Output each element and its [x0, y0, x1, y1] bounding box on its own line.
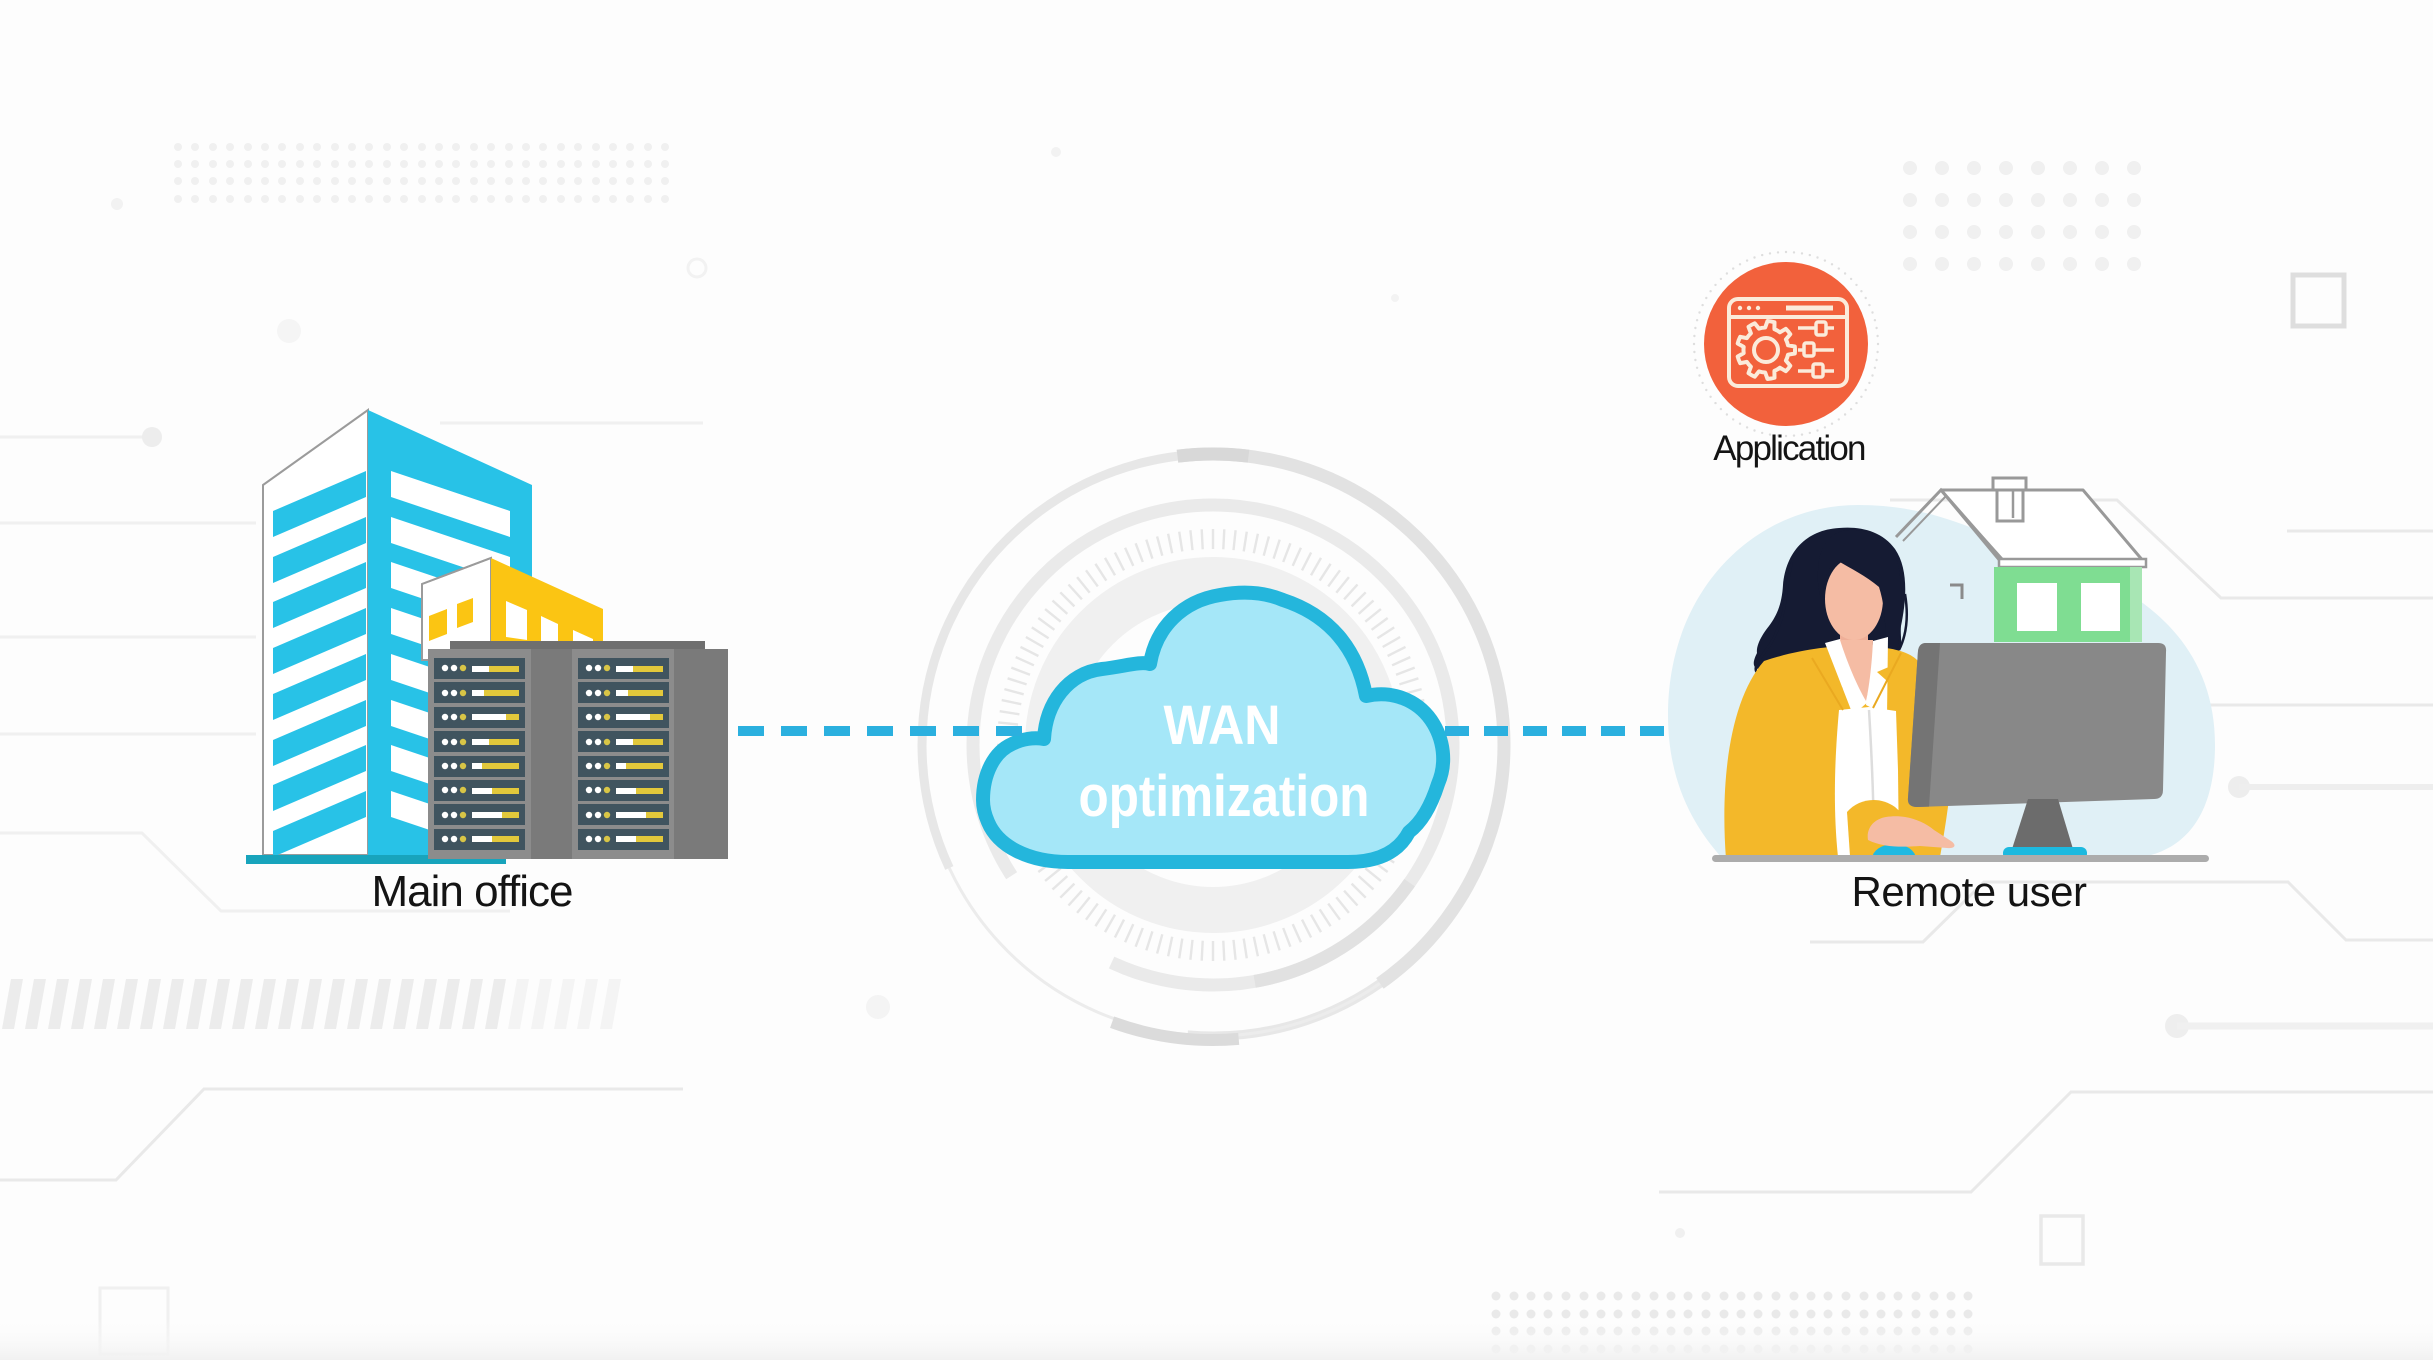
- svg-text:WAN: WAN: [1164, 693, 1281, 756]
- svg-text:Remote user: Remote user: [1852, 868, 2087, 915]
- svg-text:Main office: Main office: [372, 867, 573, 916]
- svg-text:optimization: optimization: [1079, 764, 1370, 829]
- svg-text:Application: Application: [1713, 429, 1865, 468]
